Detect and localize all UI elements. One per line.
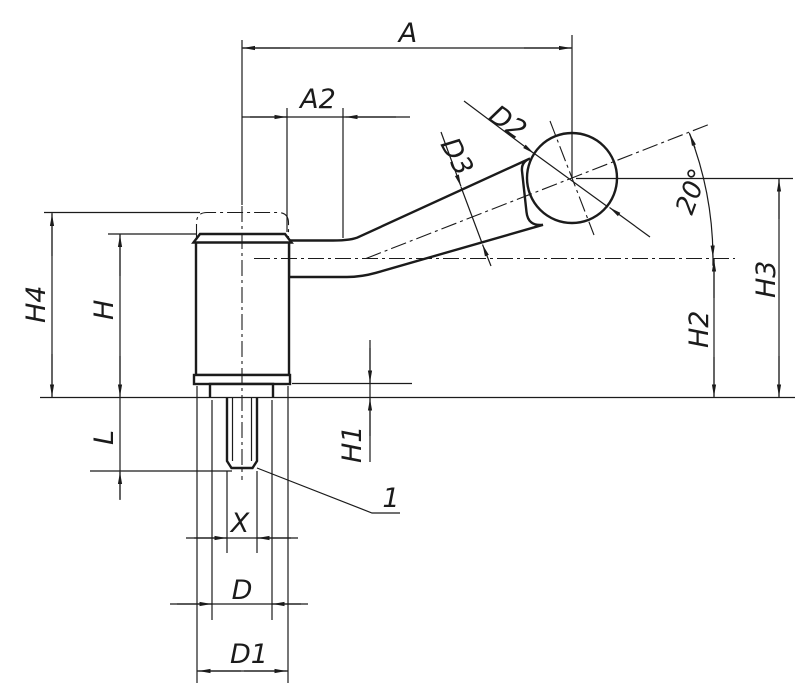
dim-label-h2: H2: [684, 311, 715, 348]
dim-label-d: D: [232, 575, 253, 606]
dimension-labels: A A2 D2 D3 H4 H L H1 H2 H3 X D D1 20° 1: [21, 18, 782, 670]
dimension-D2: [463, 100, 651, 238]
dim-label-h1: H1: [337, 426, 368, 463]
dim-label-d1: D1: [230, 639, 268, 670]
dim-label-d3: D3: [434, 133, 479, 181]
dimension-D3: [440, 131, 492, 267]
item-ref-label: 1: [382, 483, 399, 514]
lever-arm: [287, 157, 544, 279]
dim-label-h3: H3: [751, 261, 782, 298]
lever-outline: [191, 131, 619, 470]
angle-label: 20°: [670, 165, 714, 219]
dim-label-d2: D2: [483, 99, 532, 146]
dim-label-l: L: [89, 430, 120, 445]
dim-label-a2: A2: [298, 84, 336, 115]
dimension-angle-20: [688, 132, 715, 266]
dim-label-h: H: [89, 300, 120, 320]
center-lines: [241, 120, 735, 480]
extension-lines: [40, 35, 795, 683]
dim-label-h4: H4: [21, 286, 52, 323]
dim-label-a: A: [397, 18, 417, 49]
leader-item-1: [256, 467, 400, 514]
dim-label-x: X: [229, 508, 250, 539]
arm-inclined-axis: [365, 123, 711, 260]
